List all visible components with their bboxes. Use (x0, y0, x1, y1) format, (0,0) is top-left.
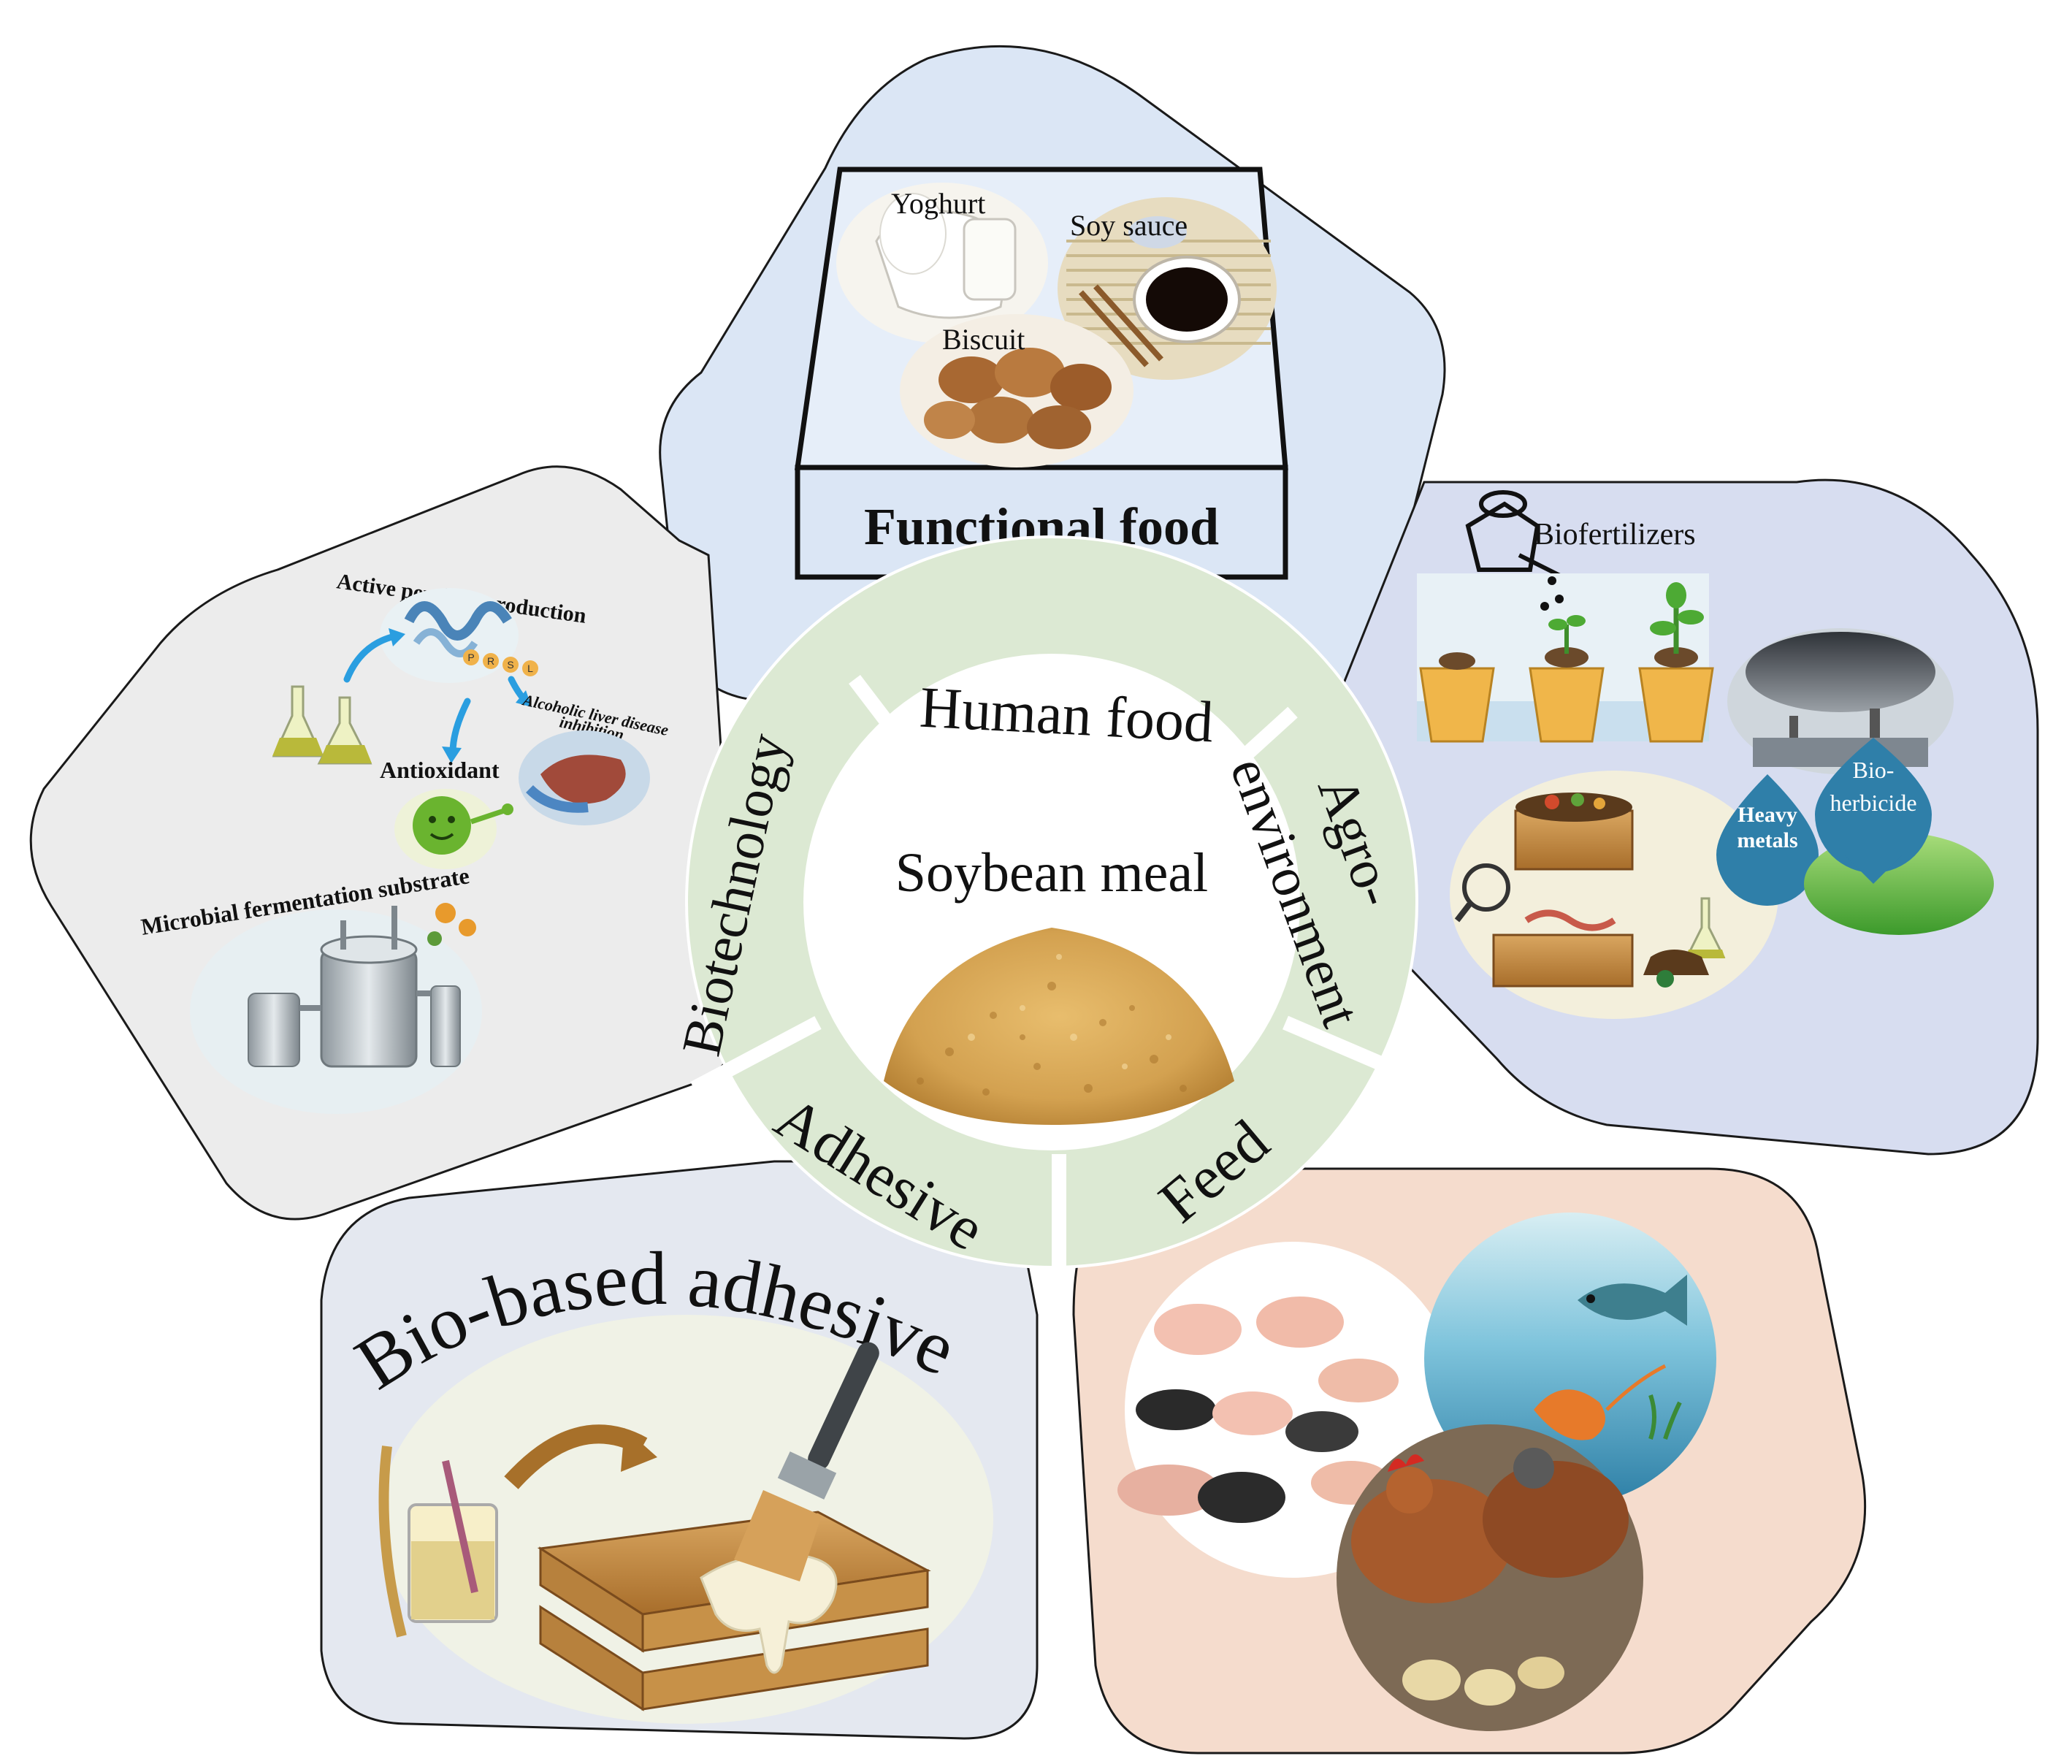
agro-content: Biofertilizers (1417, 490, 1994, 1019)
antioxidant-label: Antioxidant (380, 757, 500, 783)
bioherbicide-line2: herbicide (1830, 790, 1916, 816)
heavy-metals-drop: Heavy metals (1716, 774, 1819, 906)
biscuit-label: Biscuit (942, 323, 1025, 356)
biofertilizers-label: Biofertilizers (1534, 518, 1696, 551)
heavy-metals-line1: Heavy (1738, 803, 1797, 827)
soybean-meal-pile (884, 928, 1234, 1125)
compost-image (1450, 771, 1778, 1019)
feed-content (1117, 1213, 1716, 1731)
functional-food-box: Yoghurt Soy sauce (794, 167, 1288, 580)
protein-illustration: P R S L (380, 588, 538, 683)
flasks-illustration (272, 685, 372, 765)
bioherbicide-line1: Bio- (1853, 757, 1895, 783)
yoghurt-image: Yoghurt (836, 183, 1048, 343)
beaker-illustration (378, 1446, 498, 1638)
soy-sauce-image: Soy sauce (1058, 197, 1277, 380)
peptide-letter-s: S (507, 659, 513, 671)
segment-human-food: Human food (918, 676, 1215, 755)
biscuit-image: Biscuit (900, 314, 1134, 467)
fermentation-tank-illustration (190, 903, 482, 1114)
center-title: Soybean meal (895, 842, 1208, 904)
arrow-heads (389, 628, 532, 763)
yoghurt-label: Yoghurt (891, 187, 985, 220)
factory-smoke-image (1727, 628, 1954, 774)
curved-arrow-head (621, 1428, 657, 1472)
chickens-image (1337, 1424, 1643, 1731)
heavy-metals-line2: metals (1737, 828, 1797, 852)
peptide-letter-l: L (527, 663, 533, 674)
plywood-illustration (537, 1511, 931, 1711)
peptide-letter-p: P (467, 652, 474, 663)
liver-illustration (519, 730, 650, 825)
antioxidant-illustration (394, 789, 513, 869)
bioherbicide-drop: Bio- herbicide (1815, 738, 1932, 884)
soy-sauce-label: Soy sauce (1070, 209, 1188, 242)
peptide-letter-r: R (487, 655, 494, 667)
brush-illustration (734, 1342, 879, 1581)
pots-illustration (1417, 573, 1714, 743)
